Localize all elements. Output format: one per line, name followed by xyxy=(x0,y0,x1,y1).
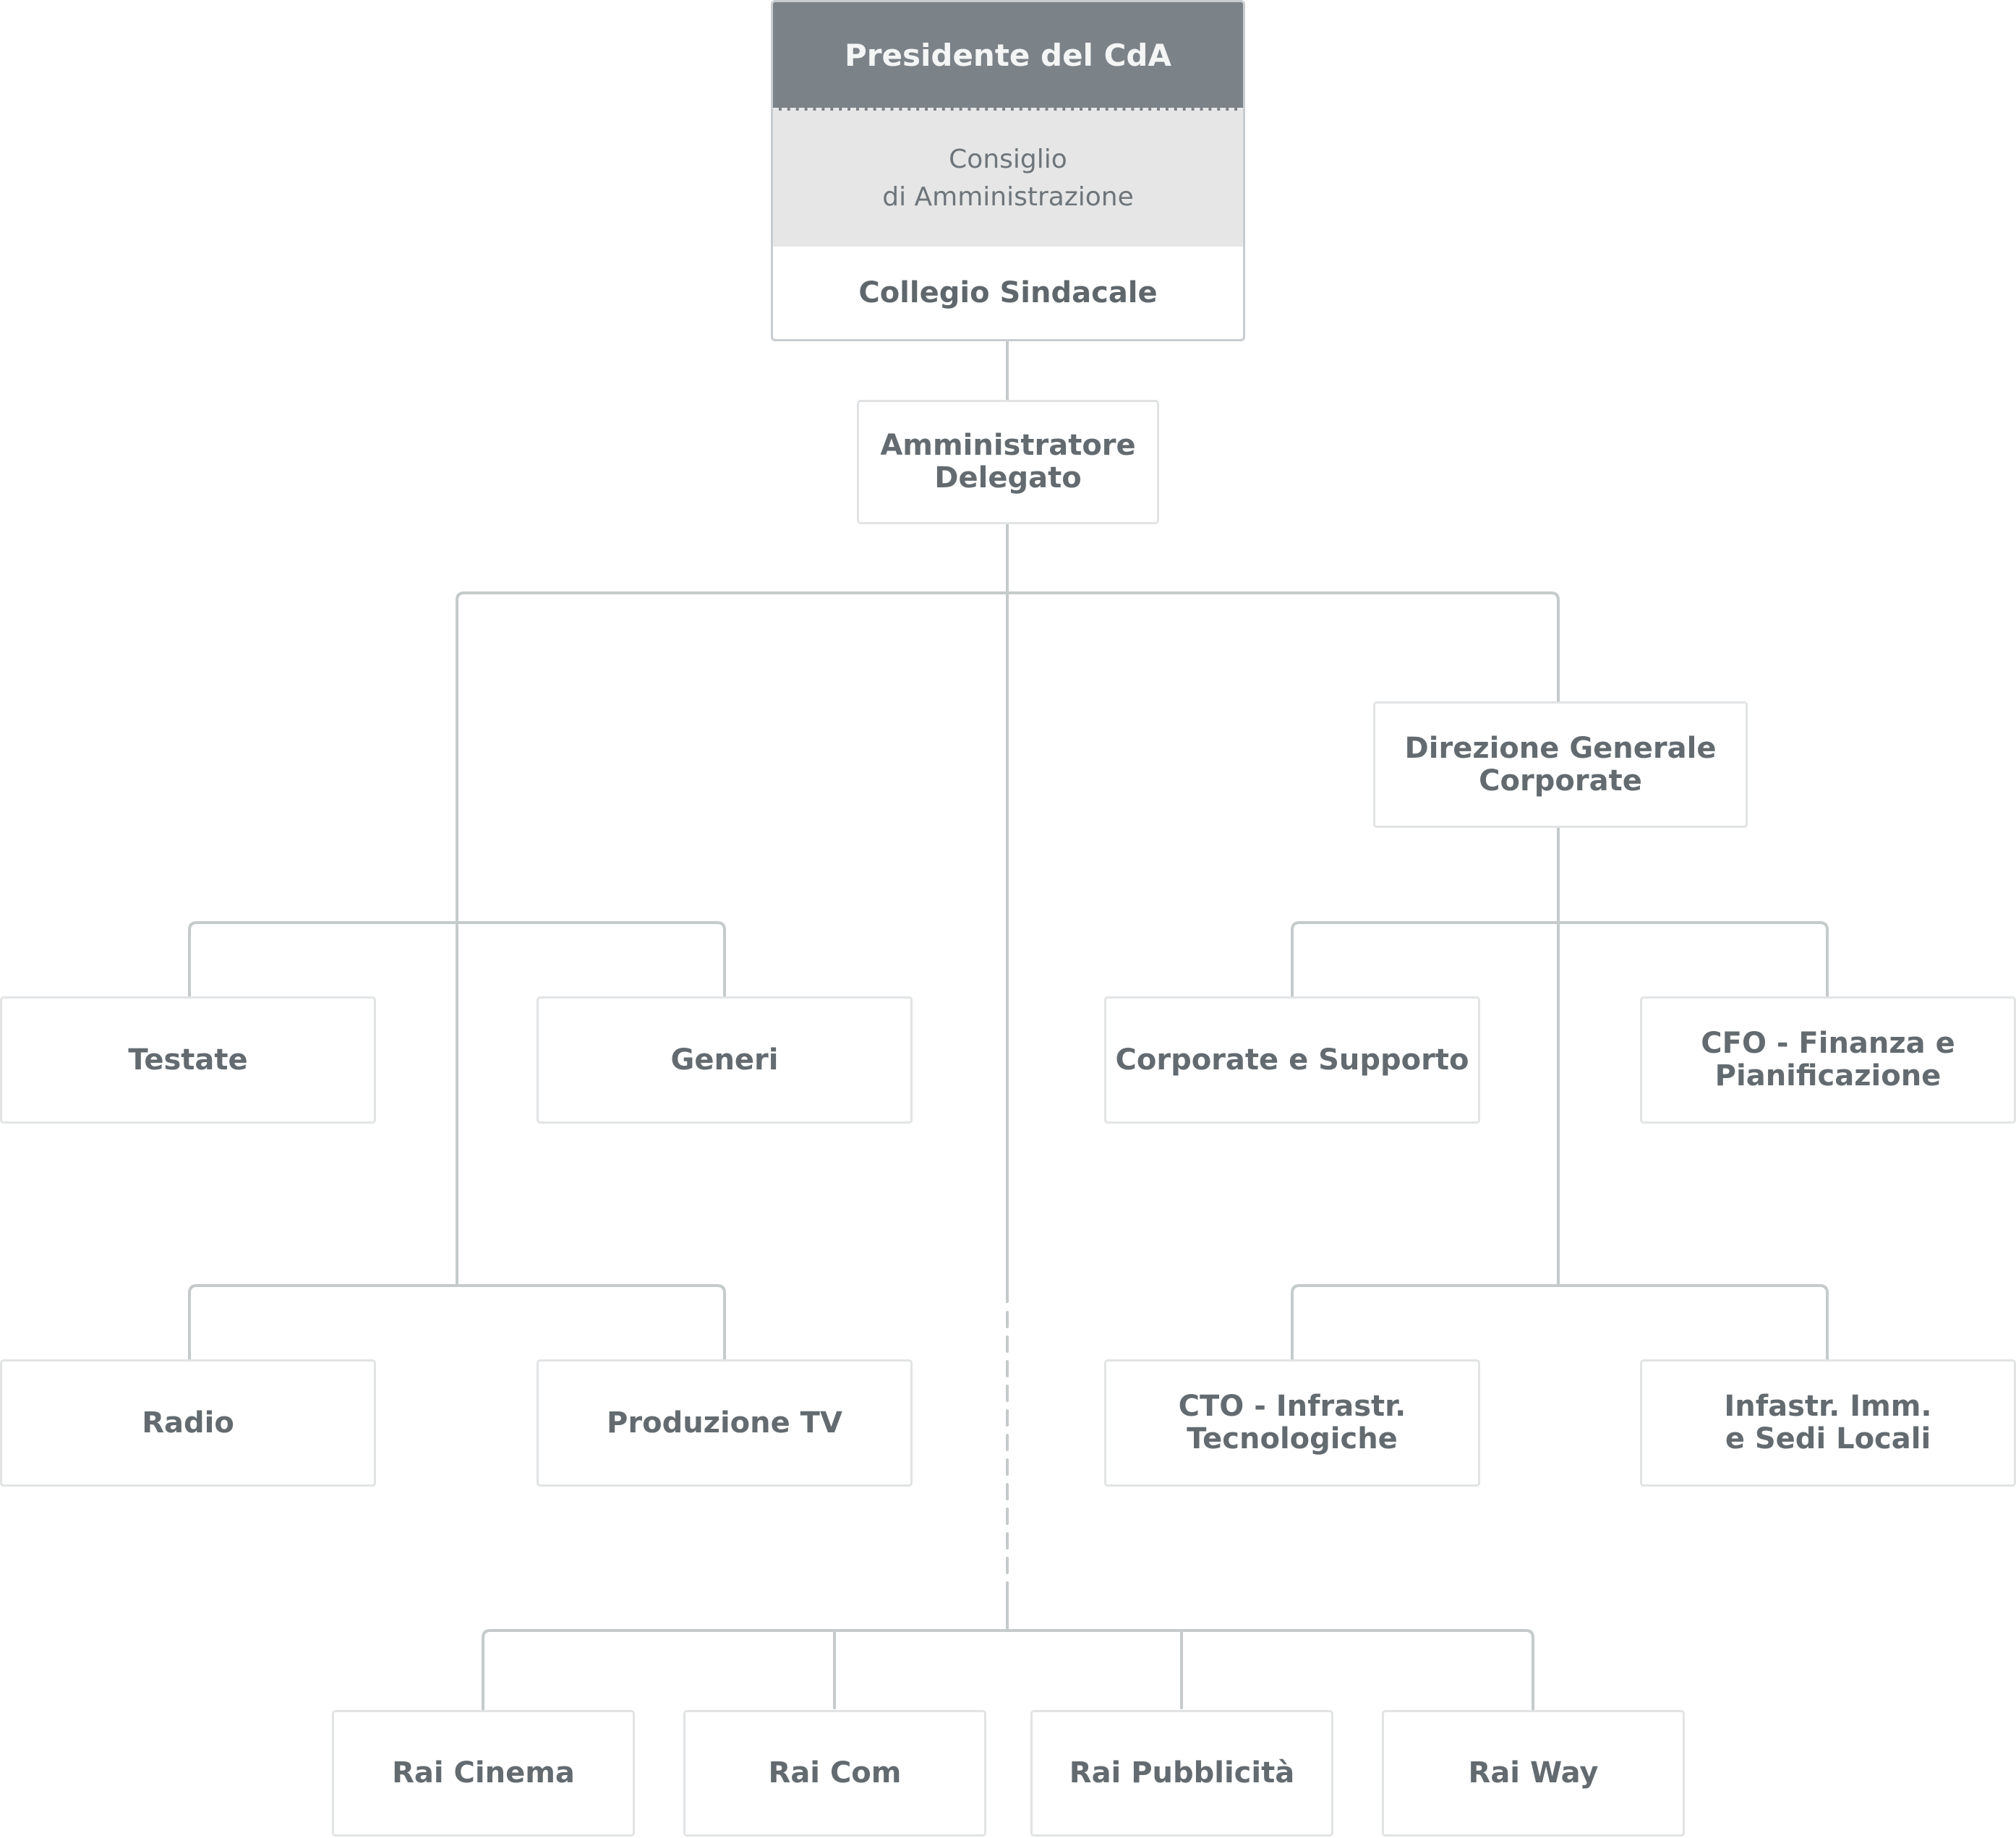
auditors-box: Collegio Sindacale xyxy=(773,247,1243,339)
president-box: Presidente del CdA xyxy=(773,2,1243,111)
cfo-label: CFO - Finanza e Pianificazione xyxy=(1701,1027,1955,1093)
rai-cinema-box: Rai Cinema xyxy=(332,1710,635,1837)
president-label: Presidente del CdA xyxy=(845,37,1171,73)
general-direction-label: Direzione Generale Corporate xyxy=(1404,731,1717,798)
infrastrutture-box: Infastr. Imm. e Sedi Locali xyxy=(1640,1359,2016,1487)
board-box: Consiglio di Amministrazione xyxy=(773,111,1243,247)
rai-cinema-label: Rai Cinema xyxy=(392,1756,575,1790)
cto-box: CTO - Infrastr. Tecnologiche xyxy=(1104,1359,1480,1487)
board-label: Consiglio di Amministrazione xyxy=(882,145,1134,212)
generi-box: Generi xyxy=(537,996,913,1124)
rai-com-label: Rai Com xyxy=(768,1756,902,1790)
testate-label: Testate xyxy=(128,1043,248,1077)
rai-way-box: Rai Way xyxy=(1382,1710,1685,1837)
cfo-box: CFO - Finanza e Pianificazione xyxy=(1640,996,2016,1124)
cto-label: CTO - Infrastr. Tecnologiche xyxy=(1178,1390,1406,1456)
connector-left-lower xyxy=(188,1284,726,1361)
general-direction-box: Direzione Generale Corporate xyxy=(1373,701,1748,828)
ceo-box: Amministratore Delegato xyxy=(857,400,1159,524)
corporate-supporto-label: Corporate e Supporto xyxy=(1115,1043,1469,1077)
produzione-tv-box: Produzione TV xyxy=(537,1359,913,1487)
connector-right-lower xyxy=(1291,1284,1829,1361)
radio-box: Radio xyxy=(0,1359,376,1487)
radio-label: Radio xyxy=(142,1406,234,1440)
produzione-tv-label: Produzione TV xyxy=(607,1406,842,1440)
connector-main-bar xyxy=(456,591,1560,797)
rai-com-box: Rai Com xyxy=(683,1710,986,1837)
generi-label: Generi xyxy=(670,1043,779,1077)
governance-group: Presidente del CdA Consiglio di Amminist… xyxy=(771,0,1245,341)
auditors-label: Collegio Sindacale xyxy=(858,276,1158,309)
connector-subsidiaries xyxy=(482,1629,1534,1714)
ceo-label: Amministratore Delegato xyxy=(880,429,1136,495)
rai-way-label: Rai Way xyxy=(1468,1756,1599,1790)
corporate-supporto-box: Corporate e Supporto xyxy=(1104,996,1480,1124)
rai-pubblicita-label: Rai Pubblicità xyxy=(1069,1756,1295,1790)
rai-pubblicita-box: Rai Pubblicità xyxy=(1030,1710,1333,1837)
connector-right-upper xyxy=(1291,921,1829,998)
infrastrutture-label: Infastr. Imm. e Sedi Locali xyxy=(1724,1390,1932,1456)
testate-box: Testate xyxy=(0,996,376,1124)
